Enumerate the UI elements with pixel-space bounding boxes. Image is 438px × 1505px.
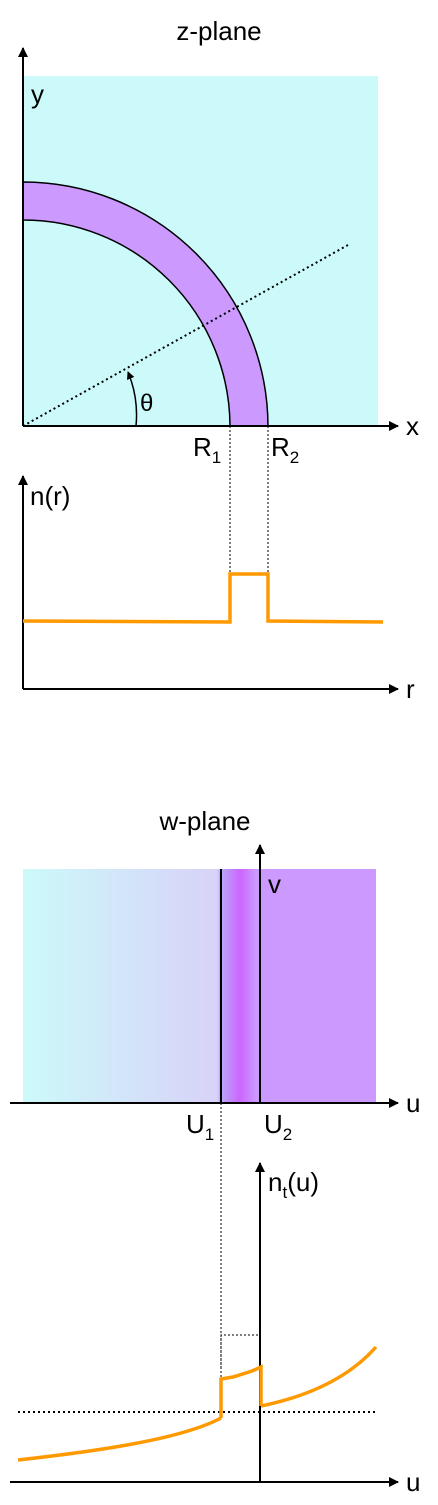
nt-reference-step xyxy=(220,1334,260,1368)
u1-label: U1 xyxy=(186,1109,214,1144)
w-plane-background xyxy=(23,869,376,1103)
x-axis-label: x xyxy=(406,411,419,441)
nt-curve-inner xyxy=(219,1364,263,1418)
v-axis-label: v xyxy=(268,869,281,899)
theta-label: θ xyxy=(140,390,153,417)
theta-arc-arrow xyxy=(126,371,138,427)
z-plane-panel: z-plane θ y x R1 R2 xyxy=(18,16,419,467)
w-plane-title: w-plane xyxy=(158,806,250,836)
r1-label: R1 xyxy=(193,432,221,467)
r-axis-label: r xyxy=(406,674,415,704)
u-axis-lower-label: u xyxy=(406,1467,420,1497)
u2-label: U2 xyxy=(264,1109,292,1144)
nt-curve-right xyxy=(260,1345,378,1408)
nt-curve-left xyxy=(17,1416,222,1462)
nt-axis-label: nt(u) xyxy=(268,1167,319,1202)
z-plane-background xyxy=(23,76,378,426)
theta-ray xyxy=(22,244,349,427)
z-plane-title: z-plane xyxy=(176,16,261,46)
r2-label: R2 xyxy=(271,432,299,467)
u-axis-label: u xyxy=(406,1088,420,1118)
n-axis-label: n(r) xyxy=(30,481,70,511)
y-axis-label: y xyxy=(31,79,44,109)
w-plane-panel: w-plane v u U1 U2 xyxy=(10,806,420,1144)
nt-u-panel: nt(u) u xyxy=(10,1162,420,1497)
n-r-profile-curve xyxy=(22,572,384,624)
n-r-panel: n(r) r xyxy=(18,475,415,704)
